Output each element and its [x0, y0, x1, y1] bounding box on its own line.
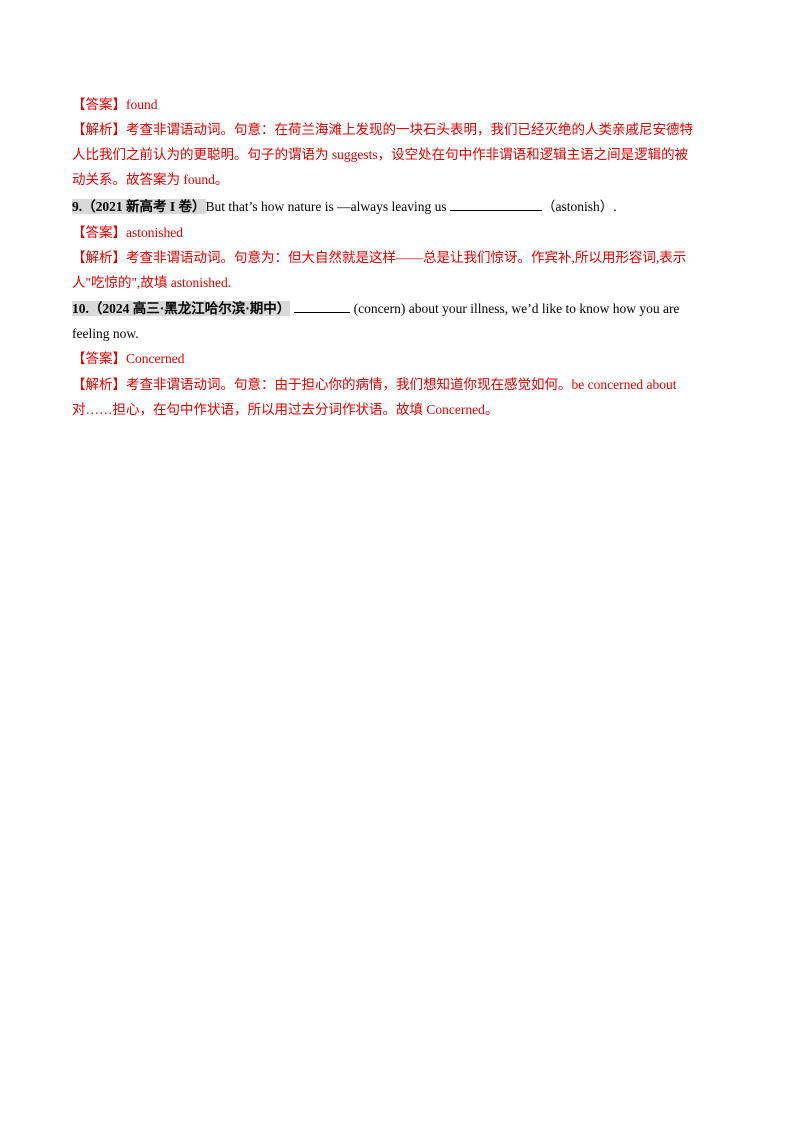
analysis-text: 考查非谓语动词。句意为：但大自然就是这样——总是让我们惊讶。作宾补,所以用形容词… — [126, 250, 687, 265]
answer-tag: 【答案】 — [72, 351, 126, 366]
answer-text: found — [126, 97, 158, 112]
question-number: 9. — [72, 199, 83, 214]
q8-answer-line: 【答案】found — [72, 96, 158, 114]
q8-analysis-line-1: 【解析】考查非谓语动词。句意：在荷兰海滩上发现的一块石头表明，我们已经灭绝的人类… — [72, 121, 693, 139]
analysis-tag: 【解析】 — [72, 250, 126, 265]
analysis-tag: 【解析】 — [72, 377, 126, 392]
q10-stem-text: (concern) about your illness, we’d like … — [350, 301, 680, 316]
q10-answer-line: 【答案】Concerned — [72, 350, 184, 368]
q9-analysis-line-2: 人"吃惊的",故填 astonished. — [72, 275, 232, 290]
answer-text: astonished — [126, 225, 183, 240]
question-number: 10. — [72, 301, 89, 316]
q10-analysis-line-1: 【解析】考查非谓语动词。句意：由于担心你的病情，我们想知道你现在感觉如何。be … — [72, 376, 676, 394]
q8-analysis-line-2: 人比我们之前认为的更聪明。句子的谓语为 suggests，设空处在句中作非谓语和… — [72, 147, 689, 162]
analysis-tag: 【解析】 — [72, 122, 126, 137]
q9-number-source: 9.（2021 新高考 I 卷） — [72, 199, 206, 214]
answer-blank — [294, 300, 351, 313]
q9-stem: 9.（2021 新高考 I 卷）But that’s how nature is… — [72, 198, 617, 216]
answer-blank — [449, 198, 542, 211]
q8-analysis-line-3: 动关系。故答案为 found。 — [72, 172, 229, 187]
q9-stem-text: But that’s how nature is —always leaving… — [205, 199, 450, 214]
analysis-text: 考查非谓语动词。句意：由于担心你的病情，我们想知道你现在感觉如何。be conc… — [126, 377, 677, 392]
q9-analysis-line-1: 【解析】考查非谓语动词。句意为：但大自然就是这样——总是让我们惊讶。作宾补,所以… — [72, 249, 686, 267]
q9-answer-line: 【答案】astonished — [72, 224, 183, 242]
answer-tag: 【答案】 — [72, 225, 126, 240]
q10-stem-line-2: feeling now. — [72, 326, 139, 341]
answer-text: Concerned — [126, 351, 185, 366]
q10-number-source: 10.（2024 高三·黑龙江哈尔滨·期中） — [72, 301, 291, 316]
q10-stem: 10.（2024 高三·黑龙江哈尔滨·期中） (concern) about y… — [72, 300, 679, 318]
question-source: （2024 高三·黑龙江哈尔滨·期中） — [88, 301, 291, 316]
q10-analysis-line-2: 对……担心，在句中作状语，所以用过去分词作状语。故填 Concerned。 — [72, 402, 499, 417]
q9-stem-hint: （astonish）. — [541, 199, 617, 214]
analysis-text: 考查非谓语动词。句意：在荷兰海滩上发现的一块石头表明，我们已经灭绝的人类亲戚尼安… — [126, 122, 693, 137]
answer-tag: 【答案】 — [72, 97, 126, 112]
question-source: （2021 新高考 I 卷） — [82, 199, 206, 214]
